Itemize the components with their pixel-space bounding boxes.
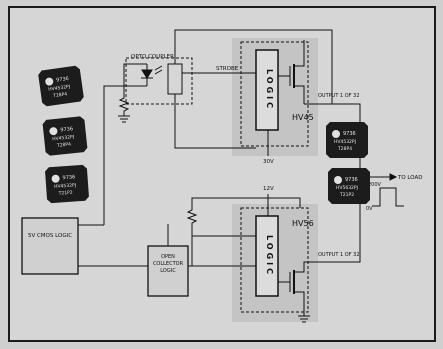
to-load-arrow (390, 174, 396, 180)
open-collector-label: OPEN COLLECTOR LOGIC (150, 254, 186, 275)
led-symbol (142, 70, 152, 78)
cmos-to-opto-wire (104, 86, 147, 225)
chip-logo-icon (332, 130, 340, 138)
hv45-supply-label: 30V (263, 159, 274, 165)
chip-packages: 9736HV4532PJT28P49736HV4532PJT28P49736HV… (38, 65, 370, 204)
opto-coupler-label: OPTO COUPLER (131, 54, 174, 60)
opto-resistor (120, 95, 128, 116)
chip-marking-line-3: T21P2 (57, 190, 73, 197)
hv56-supply-label: 12V (263, 186, 274, 192)
hv56-part-label: HV56 (292, 219, 314, 228)
cmos-logic-label-box: 5V CMOS LOGIC (24, 228, 76, 264)
chip-marking-line-1: 9736 (343, 131, 356, 137)
led-light-arrow-2 (155, 70, 162, 74)
open-collector-label-box: OPEN COLLECTOR LOGIC (150, 254, 186, 290)
hv45-output-label: OUTPUT 1 OF 32 (318, 93, 360, 99)
hv45-part-label: HV45 (292, 113, 314, 122)
cmos-logic-label: 5V CMOS LOGIC (24, 228, 76, 240)
hv45-logic-label: LOGIC (265, 69, 274, 111)
pulse-waveform (372, 188, 404, 206)
to-load-label: TO LOAD (397, 175, 423, 181)
pulse-high-label: 200V (368, 182, 382, 188)
chip-marking-line-3: T28P4 (337, 146, 352, 152)
chip-logo-icon (334, 176, 342, 184)
chip-marking-line-1: 9736 (62, 174, 75, 181)
led-feed-wire (124, 64, 147, 95)
chip-marking-line-1: 9736 (345, 177, 358, 183)
led-light-arrow-1 (155, 66, 162, 70)
chip-marking-line-3: T21P2 (339, 192, 354, 198)
hv56-output-label: OUTPUT 1 OF 32 (318, 252, 360, 258)
hv56-logic-label: LOGIC (265, 235, 274, 277)
chip-marking-line-2: HV5632PJ (336, 185, 358, 191)
pulse-low-label: 0V (366, 206, 373, 212)
chip-marking-line-2: HV4532PJ (334, 139, 356, 145)
phototransistor (168, 64, 182, 94)
strobe-label: STROBE (216, 66, 239, 72)
